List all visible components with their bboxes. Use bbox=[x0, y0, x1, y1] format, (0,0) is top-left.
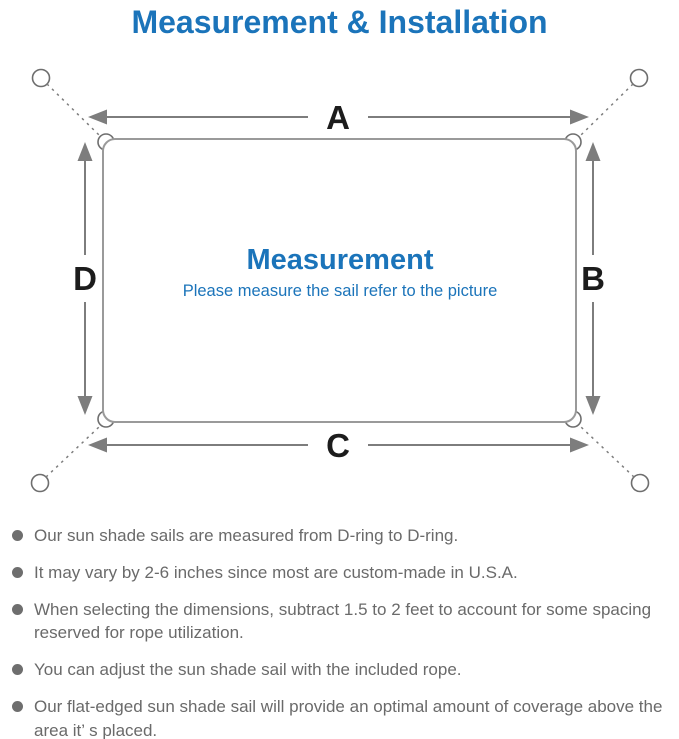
list-item: It may vary by 2-6 inches since most are… bbox=[12, 561, 679, 585]
dimension-c-arrowhead-right-icon bbox=[570, 437, 589, 453]
rope-dashed-line-top-right bbox=[580, 83, 634, 136]
dimension-b-arrowhead-down-icon bbox=[585, 396, 601, 415]
note-text: Our sun shade sails are measured from D-… bbox=[34, 526, 459, 545]
anchor-ring-top-left-icon bbox=[31, 68, 51, 88]
list-item: You can adjust the sun shade sail with t… bbox=[12, 658, 679, 682]
rope-dashed-line-bottom-right bbox=[580, 426, 635, 478]
rope-dashed-line-bottom-left bbox=[45, 426, 100, 478]
dimension-b-arrowhead-up-icon bbox=[585, 142, 601, 161]
bullet-icon bbox=[12, 603, 23, 615]
dimension-c-arrowhead-left-icon bbox=[88, 437, 107, 453]
list-item: Our sun shade sails are measured from D-… bbox=[12, 524, 679, 548]
dimension-label-b: B bbox=[581, 260, 605, 297]
dimension-a-arrowhead-right-icon bbox=[570, 109, 589, 125]
dimension-d-arrowhead-up-icon bbox=[77, 142, 93, 161]
measurement-diagram: A C D B Measurement Please measure the s… bbox=[0, 55, 679, 520]
note-text: It may vary by 2-6 inches since most are… bbox=[34, 562, 518, 582]
diagram-subheading: Please measure the sail refer to the pic… bbox=[183, 282, 498, 300]
note-text: You can adjust the sun shade sail with t… bbox=[34, 660, 462, 680]
notes-list: Our sun shade sails are measured from D-… bbox=[0, 524, 679, 739]
dimension-d-arrowhead-down-icon bbox=[77, 396, 93, 415]
anchor-ring-bottom-left-icon bbox=[30, 473, 50, 493]
dimension-label-d: D bbox=[73, 260, 97, 297]
bullet-icon bbox=[12, 664, 23, 676]
dimension-label-a: A bbox=[326, 99, 350, 136]
list-item: Our flat-edged sun shade sail will provi… bbox=[12, 695, 679, 739]
bullet-icon bbox=[12, 700, 23, 712]
dimension-label-c: C bbox=[326, 427, 350, 464]
dimension-a-arrowhead-left-icon bbox=[88, 109, 107, 125]
bullet-icon bbox=[12, 566, 23, 578]
sail-outline bbox=[102, 138, 577, 423]
rope-dashed-line-top-left bbox=[46, 83, 100, 136]
note-text: Our flat-edged sun shade sail will provi… bbox=[34, 696, 663, 739]
diagram-heading: Measurement bbox=[247, 244, 434, 276]
page-title: Measurement & Installation bbox=[131, 4, 548, 40]
list-item: When selecting the dimensions, subtract … bbox=[12, 598, 679, 646]
measurement-diagram-canvas: A C D B Measurement Please measure the s… bbox=[30, 68, 650, 493]
anchor-ring-top-right-icon bbox=[629, 68, 649, 88]
anchor-ring-bottom-right-icon bbox=[630, 473, 650, 493]
bullet-icon bbox=[12, 530, 23, 541]
note-text: When selecting the dimensions, subtract … bbox=[34, 599, 652, 643]
